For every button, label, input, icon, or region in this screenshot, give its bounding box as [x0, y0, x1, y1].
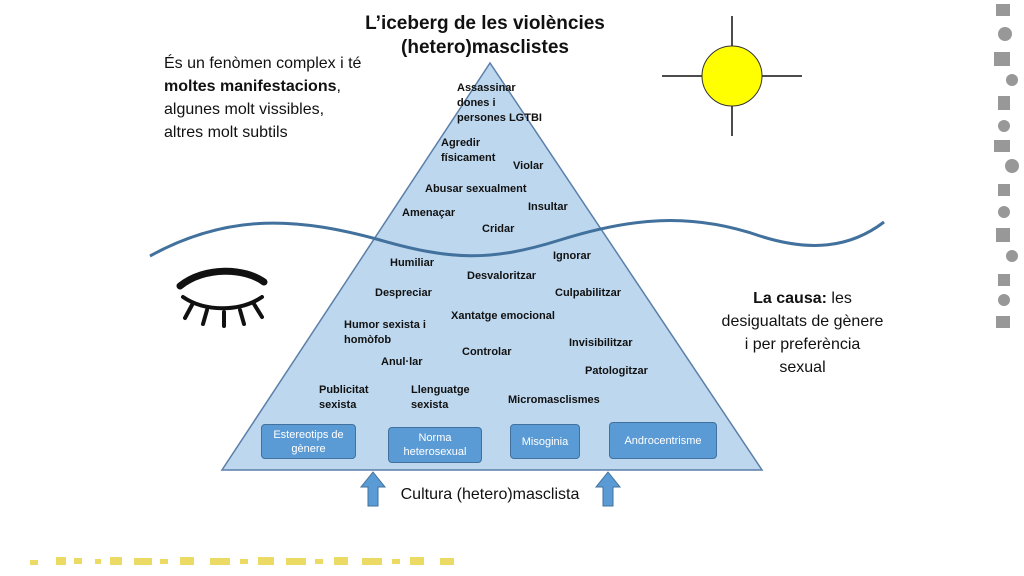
hidden-violence-tag: Despreciar	[375, 286, 432, 301]
tag-text: Controlar	[462, 346, 512, 358]
tag-text: Agredir físicament	[441, 137, 496, 164]
base-box-androcentrism: Androcentrisme	[609, 422, 717, 459]
hidden-violence-tag: Llenguatge sexista	[411, 383, 470, 413]
iceberg-pyramid	[220, 61, 764, 471]
tag-text: Anul·lar	[381, 356, 423, 368]
visible-violence-tag: Cridar	[482, 222, 514, 237]
title-line-1: L’iceberg de les violències	[365, 13, 605, 34]
tag-text: Ignorar	[553, 250, 591, 262]
tag-text: Abusar sexualment	[425, 183, 527, 195]
tag-text: Humor sexista i homòfob	[344, 319, 426, 346]
hidden-violence-tag: Publicitat sexista	[319, 383, 369, 413]
box-label: Androcentrisme	[624, 434, 702, 447]
base-box-stereotypes: Estereotips de gènere	[261, 424, 356, 459]
tag-text: Despreciar	[375, 287, 432, 299]
hidden-violence-tag: Culpabilitzar	[555, 286, 621, 301]
cause-text: La causa: les desigualtats de gènere i p…	[720, 287, 885, 379]
intro-text: És un fenòmen complex i té moltes manife…	[164, 52, 364, 144]
intro-text-bold: moltes manifestacions	[164, 78, 337, 95]
hidden-violence-tag: Micromasclismes	[508, 393, 600, 408]
intro-text-start: És un fenòmen complex i té	[164, 55, 362, 72]
tag-text: Xantatge emocional	[451, 310, 555, 322]
tag-text: Invisibilitzar	[569, 337, 633, 349]
tag-text: Patologitzar	[585, 365, 648, 377]
hidden-violence-tag: Ignorar	[553, 249, 591, 264]
hidden-violence-tag: Anul·lar	[381, 355, 423, 370]
visible-violence-tag: Assassinar dones i persones LGTBI	[457, 81, 542, 126]
culture-label: Cultura (hetero)masclista	[400, 486, 580, 503]
page-title: L’iceberg de les violències (hetero)masc…	[330, 12, 640, 60]
tag-text: Humiliar	[390, 257, 435, 269]
visible-violence-tag: Insultar	[528, 200, 568, 215]
hidden-violence-tag: Patologitzar	[585, 364, 648, 379]
cause-description: les desigualtats de gènere i per preferè…	[721, 290, 884, 376]
box-label: Norma heterosexual	[403, 432, 467, 458]
tag-text: Micromasclismes	[508, 394, 600, 406]
tag-text: Desvaloritzar	[467, 270, 537, 282]
tag-text: Culpabilitzar	[555, 287, 622, 299]
visible-violence-tag: Violar	[513, 159, 543, 174]
closed-eye-icon	[176, 267, 268, 328]
tag-text: Insultar	[528, 201, 568, 213]
tag-text: Cridar	[482, 223, 515, 235]
hidden-violence-tag: Humiliar	[390, 256, 434, 271]
cause-label: La causa:	[753, 290, 827, 307]
hidden-violence-tag: Humor sexista i homòfob	[344, 318, 426, 348]
base-box-misogyny: Misoginia	[510, 424, 580, 459]
decorative-side-pattern	[994, 4, 1019, 328]
tag-text: Violar	[513, 160, 544, 172]
hidden-violence-tag: Invisibilitzar	[569, 336, 633, 351]
visible-violence-tag: Amenaçar	[402, 206, 455, 221]
base-box-heteronorm: Norma heterosexual	[388, 427, 482, 463]
box-label: Estereotips de gènere	[273, 428, 344, 455]
hidden-violence-tag: Controlar	[462, 345, 512, 360]
tag-text: Publicitat sexista	[319, 384, 369, 411]
title-line-2: (hetero)masclistes	[401, 37, 569, 58]
tag-text: Llenguatge sexista	[411, 384, 470, 411]
hidden-violence-tag: Desvaloritzar	[467, 269, 536, 284]
decorative-footer-pattern	[30, 557, 454, 565]
tag-text: Assassinar dones i persones LGTBI	[457, 82, 542, 124]
intro-text-end: , algunes molt vissibles, altres molt su…	[164, 78, 341, 141]
waterline-wave	[149, 219, 885, 258]
visible-violence-tag: Abusar sexualment	[425, 182, 526, 197]
visible-violence-tag: Agredir físicament	[441, 136, 495, 166]
box-label: Misoginia	[521, 435, 569, 448]
sun-icon	[662, 16, 802, 136]
up-arrow-icon	[359, 471, 622, 507]
hidden-violence-tag: Xantatge emocional	[451, 309, 555, 324]
tag-text: Amenaçar	[402, 207, 456, 219]
